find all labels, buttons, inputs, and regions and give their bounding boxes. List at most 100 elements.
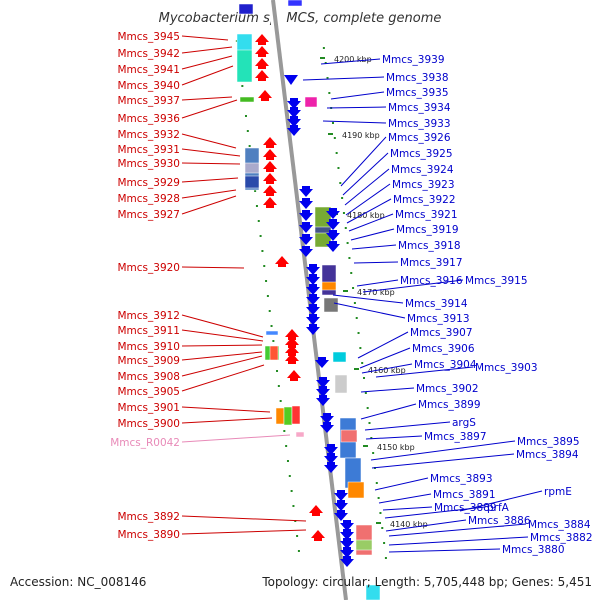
gene-block	[332, 351, 347, 363]
tick-dot	[324, 62, 327, 64]
tick-dot	[348, 257, 351, 259]
leader-line	[181, 189, 237, 199]
tick-dot	[368, 422, 371, 424]
forward-gene-arrow	[340, 547, 354, 558]
forward-gene-arrow	[287, 107, 301, 118]
leader-line	[345, 183, 391, 216]
leader-line	[356, 279, 399, 287]
gene-label-mmcs_3913: Mmcs_3913	[407, 313, 470, 325]
leader-line	[360, 387, 415, 393]
reverse-gene-arrow	[258, 90, 272, 101]
leader-line	[181, 35, 229, 41]
gene-label-args: argS	[452, 417, 476, 429]
tick-dot	[366, 407, 369, 409]
gene-block	[314, 226, 332, 234]
leader-line	[181, 515, 307, 522]
leader-line	[388, 548, 501, 553]
leader-line	[181, 46, 233, 54]
leader-line	[322, 120, 387, 124]
forward-gene-arrow	[326, 241, 340, 252]
tick-dot	[381, 527, 384, 529]
tick-dot	[326, 77, 329, 79]
leader-line	[374, 477, 429, 491]
accession-text: Accession: NC_008146	[10, 575, 146, 589]
gene-label-mmcs_3923: Mmcs_3923	[392, 179, 455, 191]
leader-line	[348, 213, 394, 232]
reverse-gene-arrow	[311, 530, 325, 541]
reverse-gene-arrow	[255, 34, 269, 45]
reverse-gene-arrow	[263, 185, 277, 196]
leader-line	[365, 435, 423, 440]
gene-label-mmcs_r0042: Mmcs_R0042	[110, 437, 180, 449]
tick-dot	[283, 430, 286, 432]
gene-label-mmcs_3910: Mmcs_3910	[117, 341, 180, 353]
tick-dot	[296, 535, 299, 537]
gene-label-mmcs_3900: Mmcs_3900	[117, 418, 180, 430]
reverse-gene-arrow	[285, 345, 299, 356]
reverse-gene-arrow	[275, 256, 289, 267]
tick-dot	[254, 190, 257, 192]
gene-label-mmcs_3908: Mmcs_3908	[117, 371, 180, 383]
gene-label-mmcs_3893: Mmcs_3893	[430, 473, 493, 485]
tick-dot	[263, 265, 266, 267]
reverse-gene-arrow	[285, 353, 299, 364]
gene-label-mmcs_3890: Mmcs_3890	[117, 529, 180, 541]
leader-line	[385, 519, 467, 532]
reverse-gene-arrow	[255, 70, 269, 81]
gene-label-mmcs_3930: Mmcs_3930	[117, 158, 180, 170]
tick-dot	[276, 370, 279, 372]
gene-label-mmcs_3917: Mmcs_3917	[400, 257, 463, 269]
leader-line	[181, 96, 233, 101]
forward-gene-arrow	[299, 222, 313, 233]
kbp-tick	[376, 522, 381, 524]
gene-block	[295, 431, 305, 438]
leader-line	[342, 152, 389, 196]
tick-dot	[379, 512, 382, 514]
gene-label-mmcs_3905: Mmcs_3905	[117, 386, 180, 398]
gene-block	[244, 162, 260, 174]
kbp-label: 4170 kbp	[357, 288, 395, 297]
tick-dot	[328, 92, 331, 94]
gene-block	[323, 297, 339, 313]
tick-dot	[322, 47, 325, 49]
gene-label-mmcs_3932: Mmcs_3932	[117, 129, 180, 141]
forward-gene-arrow	[316, 377, 330, 388]
tick-dot	[370, 437, 373, 439]
gene-label-mmcs_3929: Mmcs_3929	[117, 177, 180, 189]
forward-gene-arrow	[316, 395, 330, 406]
leader-line	[181, 266, 245, 269]
kbp-label: 4160 kbp	[368, 366, 406, 375]
tick-dot	[277, 385, 280, 387]
leader-line	[181, 148, 241, 157]
gene-block	[304, 96, 318, 108]
gene-block	[236, 33, 253, 51]
reverse-gene-arrow	[263, 149, 277, 160]
forward-gene-arrow	[306, 274, 320, 285]
gene-label-mmcs_3907: Mmcs_3907	[410, 327, 473, 339]
gene-label-mmcs_3899: Mmcs_3899	[418, 399, 481, 411]
tick-dot	[265, 280, 268, 282]
forward-gene-arrow	[334, 510, 348, 521]
leader-line	[361, 363, 413, 374]
genome-stats-text: Topology: circular; Length: 5,705,448 bp…	[261, 575, 592, 589]
tick-dot	[333, 137, 336, 139]
gene-label-mmcs_3941: Mmcs_3941	[117, 64, 180, 76]
gene-label-mmcs_3916: Mmcs_3916	[400, 275, 463, 287]
leader-line	[353, 261, 399, 264]
forward-gene-arrow	[326, 219, 340, 230]
gene-label-mmcs_3940: Mmcs_3940	[117, 80, 180, 92]
right-gene-labels: Mmcs_3939Mmcs_3938Mmcs_3935Mmcs_3934Mmcs…	[382, 54, 593, 556]
gene-block	[365, 584, 381, 600]
leader-line	[181, 406, 271, 413]
gene-label-mmcs_3935: Mmcs_3935	[386, 87, 449, 99]
leader-line	[459, 490, 543, 512]
tick-dot	[375, 482, 378, 484]
tick-dot	[355, 317, 358, 319]
gene-label-mmcs_3918: Mmcs_3918	[398, 240, 461, 252]
gene-features	[236, 0, 381, 600]
tick-dot	[290, 490, 293, 492]
gene-block	[283, 406, 293, 426]
gene-block	[265, 330, 279, 336]
leader-line	[181, 65, 234, 86]
